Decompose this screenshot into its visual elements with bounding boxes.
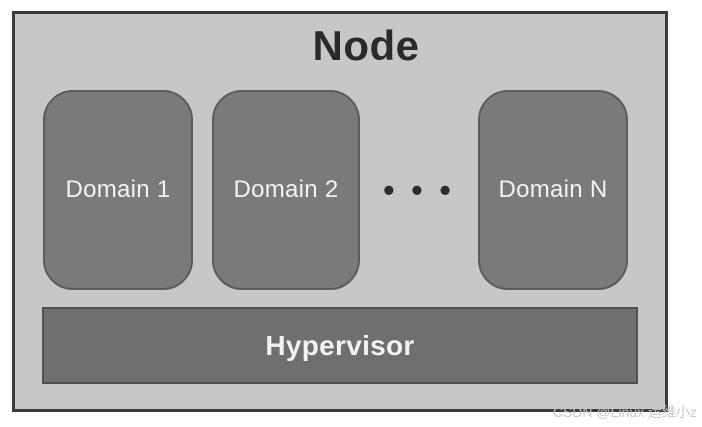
domain-n-label: Domain N: [498, 176, 608, 203]
domain-box-2: Domain 2: [212, 90, 360, 290]
hypervisor-label: Hypervisor: [265, 329, 415, 361]
node-title: Node: [312, 22, 420, 69]
domain-box-1: Domain 1: [43, 90, 193, 290]
domain-1-label: Domain 1: [65, 176, 171, 203]
ellipsis-dots-icon: • • •: [383, 171, 455, 208]
hypervisor-bar: Hypervisor: [42, 307, 638, 384]
node-box: Node Domain 1 Domain 2 • • • Domain N Hy…: [12, 11, 668, 412]
domain-2-label: Domain 2: [233, 176, 339, 203]
domain-box-n: Domain N: [478, 90, 628, 290]
watermark: CSDN @Linux 运维小z: [552, 404, 697, 420]
